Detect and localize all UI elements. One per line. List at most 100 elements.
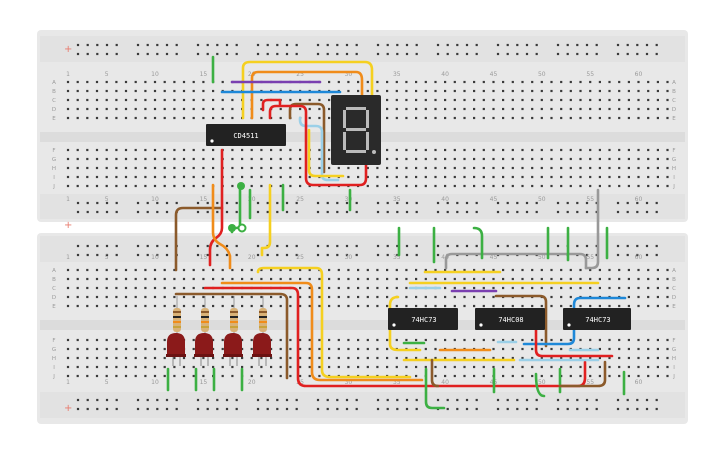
breadboard-hole[interactable] [308, 338, 311, 342]
breadboard-hole[interactable] [386, 80, 389, 84]
breadboard-hole[interactable] [192, 365, 195, 369]
breadboard-hole[interactable] [308, 268, 311, 272]
breadboard-hole[interactable] [627, 80, 630, 84]
breadboard-hole[interactable] [105, 175, 108, 179]
breadboard-hole[interactable] [182, 80, 186, 84]
breadboard-hole[interactable] [405, 43, 409, 47]
breadboard-hole[interactable] [618, 89, 621, 93]
breadboard-hole[interactable] [260, 304, 263, 308]
breadboard-hole[interactable] [386, 148, 389, 152]
breadboard-hole[interactable] [415, 277, 418, 281]
breadboard-hole[interactable] [95, 80, 99, 84]
breadboard-hole[interactable] [395, 89, 398, 93]
breadboard-hole[interactable] [585, 244, 589, 248]
breadboard-hole[interactable] [276, 43, 279, 47]
breadboard-hole[interactable] [318, 98, 321, 102]
breadboard-hole[interactable] [231, 175, 234, 179]
breadboard-hole[interactable] [395, 157, 398, 161]
breadboard-hole[interactable] [463, 116, 466, 120]
breadboard-hole[interactable] [202, 89, 205, 93]
breadboard-hole[interactable] [576, 398, 579, 402]
breadboard-hole[interactable] [163, 295, 166, 299]
breadboard-hole[interactable] [496, 244, 500, 248]
breadboard-hole[interactable] [326, 201, 329, 205]
breadboard-hole[interactable] [221, 347, 224, 351]
breadboard-hole[interactable] [192, 347, 195, 351]
breadboard-hole[interactable] [279, 304, 282, 308]
breadboard-hole[interactable] [256, 398, 260, 402]
breadboard-hole[interactable] [124, 98, 128, 102]
breadboard-hole[interactable] [637, 184, 640, 188]
breadboard-hole[interactable] [627, 338, 630, 342]
breadboard-hole[interactable] [289, 374, 292, 378]
breadboard-hole[interactable] [511, 157, 514, 161]
breadboard-hole[interactable] [357, 347, 360, 351]
breadboard-hole[interactable] [598, 98, 601, 102]
breadboard-hole[interactable] [627, 184, 630, 188]
breadboard-hole[interactable] [212, 116, 215, 120]
breadboard-hole[interactable] [212, 356, 215, 360]
breadboard-hole[interactable] [202, 356, 205, 360]
breadboard-hole[interactable] [436, 398, 440, 402]
breadboard-hole[interactable] [337, 277, 340, 281]
breadboard-hole[interactable] [395, 268, 398, 272]
breadboard-hole[interactable] [144, 347, 147, 351]
breadboard-hole[interactable] [463, 175, 466, 179]
breadboard-hole[interactable] [647, 107, 650, 111]
breadboard-hole[interactable] [105, 347, 108, 351]
breadboard-hole[interactable] [446, 52, 449, 56]
breadboard-hole[interactable] [318, 166, 321, 170]
breadboard-hole[interactable] [482, 184, 485, 188]
breadboard-hole[interactable] [336, 244, 339, 248]
breadboard-hole[interactable] [357, 365, 360, 369]
breadboard-hole[interactable] [279, 166, 282, 170]
breadboard-hole[interactable] [299, 356, 302, 360]
breadboard-hole[interactable] [163, 365, 166, 369]
breadboard-hole[interactable] [316, 43, 320, 47]
breadboard-hole[interactable] [86, 365, 89, 369]
breadboard-hole[interactable] [241, 347, 244, 351]
breadboard-hole[interactable] [598, 286, 601, 290]
breadboard-hole[interactable] [473, 116, 476, 120]
breadboard-hole[interactable] [569, 286, 572, 290]
breadboard-hole[interactable] [376, 338, 379, 342]
breadboard-hole[interactable] [376, 398, 380, 402]
breadboard-hole[interactable] [336, 210, 339, 214]
breadboard-hole[interactable] [463, 98, 466, 102]
breadboard-hole[interactable] [637, 107, 640, 111]
breadboard-hole[interactable] [182, 295, 186, 299]
breadboard-hole[interactable] [456, 43, 459, 47]
breadboard-hole[interactable] [627, 374, 630, 378]
breadboard-hole[interactable] [444, 286, 447, 290]
breadboard-hole[interactable] [453, 365, 456, 369]
breadboard-hole[interactable] [616, 210, 620, 214]
breadboard-hole[interactable] [115, 210, 118, 214]
breadboard-hole[interactable] [395, 166, 398, 170]
breadboard-hole[interactable] [556, 407, 560, 411]
breadboard-hole[interactable] [456, 52, 459, 56]
breadboard-hole[interactable] [250, 338, 253, 342]
breadboard-hole[interactable] [415, 365, 418, 369]
breadboard-hole[interactable] [492, 347, 495, 351]
breadboard-hole[interactable] [86, 80, 89, 84]
breadboard-hole[interactable] [589, 184, 592, 188]
breadboard-hole[interactable] [216, 253, 219, 257]
breadboard-hole[interactable] [444, 80, 447, 84]
breadboard-hole[interactable] [566, 210, 569, 214]
breadboard-hole[interactable] [163, 277, 166, 281]
breadboard-hole[interactable] [345, 253, 349, 257]
breadboard-hole[interactable] [115, 201, 118, 205]
breadboard-hole[interactable] [270, 268, 273, 272]
breadboard-hole[interactable] [295, 43, 298, 47]
wire-brown[interactable] [494, 294, 548, 348]
breadboard-hole[interactable] [153, 268, 157, 272]
breadboard-hole[interactable] [627, 356, 630, 360]
breadboard-hole[interactable] [66, 148, 70, 152]
breadboard-hole[interactable] [241, 175, 244, 179]
breadboard-hole[interactable] [206, 52, 209, 56]
breadboard-hole[interactable] [153, 148, 157, 152]
breadboard-hole[interactable] [531, 374, 534, 378]
breadboard-hole[interactable] [569, 184, 572, 188]
breadboard-hole[interactable] [415, 398, 418, 402]
breadboard-hole[interactable] [202, 166, 205, 170]
